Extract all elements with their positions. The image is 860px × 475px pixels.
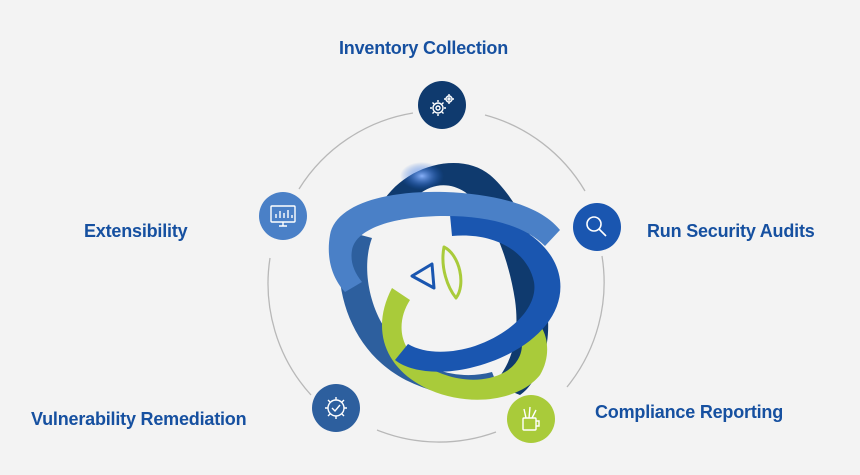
compliance-node[interactable]: [507, 395, 555, 443]
magnifier-icon: [586, 216, 607, 237]
inventory-node[interactable]: [418, 81, 466, 129]
center-emblem: [410, 245, 463, 300]
cup-pencils-icon: [522, 406, 540, 431]
orbit-ring: [267, 112, 605, 443]
extensibility-node[interactable]: [259, 192, 307, 240]
label-extensibility: Extensibility: [84, 221, 188, 241]
vuln-node[interactable]: [312, 384, 360, 432]
label-run-security-audits: Run Security Audits: [647, 221, 815, 241]
label-vulnerability-remediation: Vulnerability Remediation: [31, 409, 247, 429]
monitor-chart-icon: [270, 205, 296, 227]
ribbon-logo: [328, 162, 561, 400]
label-compliance-reporting: Compliance Reporting: [595, 402, 784, 422]
label-inventory-collection: Inventory Collection: [339, 38, 509, 58]
audits-node[interactable]: [573, 203, 621, 251]
gears-icon: [430, 94, 454, 116]
gear-check-icon: [325, 397, 347, 419]
